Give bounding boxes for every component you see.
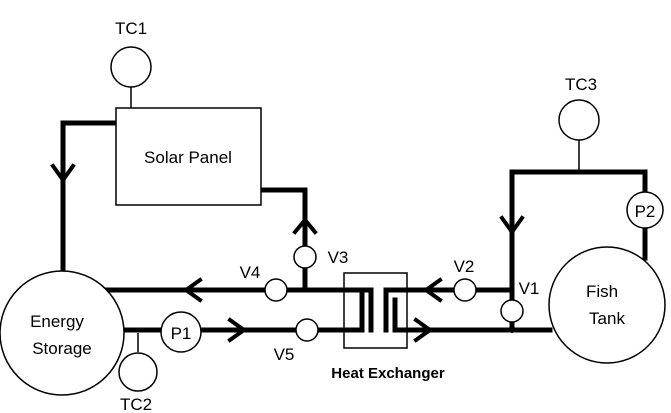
pump-p2-label: P2 (635, 202, 656, 221)
valve-v5 (295, 318, 319, 342)
tc1-label: TC1 (115, 19, 147, 38)
valve-v5-label: V5 (274, 345, 295, 364)
valve-v3 (293, 245, 317, 269)
flow-arrow-right-lower (227, 317, 248, 343)
valve-v2-label: V2 (454, 257, 475, 276)
energy-storage-tank (0, 270, 125, 396)
energy-storage-label-line1: Energy (30, 312, 84, 331)
sensor-connectors (130, 87, 580, 352)
heat-exchanger-box (343, 272, 408, 349)
flow-arrow-left-right-upper (422, 277, 443, 303)
solar-panel-label: Solar Panel (144, 148, 232, 167)
pipe-lower-left (117, 287, 365, 333)
pipe-solar-to-storage (60, 120, 119, 273)
tc3-label: TC3 (565, 75, 597, 94)
pump-p1-label: P1 (171, 324, 192, 343)
valve-v4 (264, 278, 288, 302)
valve-v3-label: V3 (328, 248, 349, 267)
flow-arrow-up-v3 (292, 216, 318, 235)
pipe-upper-right (383, 287, 515, 333)
fish-tank-label-line2: Tank (589, 309, 625, 328)
fish-tank-label-line1: Fish (586, 282, 618, 301)
tc2-sensor (118, 352, 158, 392)
flow-arrows (50, 163, 525, 343)
flow-arrow-down-left (50, 163, 76, 184)
valve-v2 (453, 278, 477, 302)
energy-storage-label-line2: Storage (32, 339, 92, 358)
valve-v4-label: V4 (240, 263, 261, 282)
tc2-label: TC2 (120, 395, 152, 413)
valve-v1 (500, 299, 524, 323)
fish-tank (548, 246, 666, 364)
pipe-solar-to-v3 (258, 187, 308, 293)
flow-arrow-left-upper (182, 277, 203, 303)
solar-panel-box (115, 107, 262, 206)
flow-arrow-down-fish (499, 215, 525, 236)
pipe-upper-left (101, 287, 374, 333)
pipe-lower-right (392, 297, 553, 333)
heat-exchanger-label: Heat Exchanger (331, 365, 445, 382)
flow-arrow-right-right-lower (413, 317, 434, 343)
valve-v1-label: V1 (519, 279, 540, 298)
pump-p2 (626, 191, 664, 229)
tc1-sensor (110, 46, 152, 88)
pump-p1 (160, 311, 202, 353)
tc3-sensor (558, 99, 600, 141)
